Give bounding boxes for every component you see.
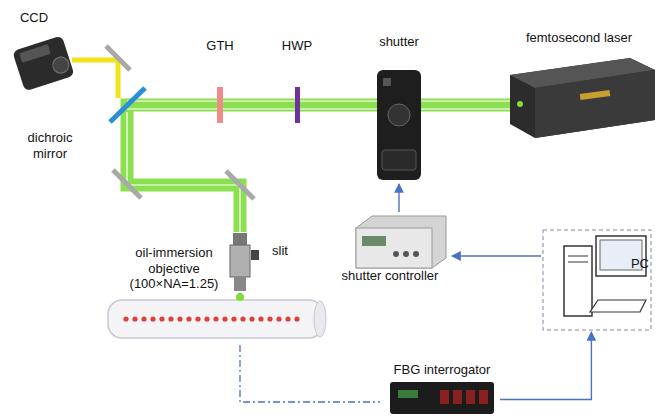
mirror <box>106 46 130 70</box>
device-label: femtosecond laser <box>526 30 632 46</box>
device-label: FBG interrogator <box>394 362 491 378</box>
part-label: dichroic mirror <box>14 130 86 161</box>
control-arrow <box>398 184 399 212</box>
interrogator-node: FBG interrogator <box>384 362 500 417</box>
mirror <box>113 170 141 198</box>
laser-node: femtosecond laser <box>500 30 658 140</box>
shutter-controller-device <box>356 216 446 268</box>
pc-device <box>543 230 651 330</box>
part-label: slit <box>262 243 298 259</box>
control-arrow <box>452 255 541 256</box>
part-label: HWP <box>277 38 317 54</box>
fbg-interrogator-device <box>390 382 494 414</box>
part-label: CCD <box>14 10 54 26</box>
fiber-tube <box>108 300 326 338</box>
device-label: shutter <box>379 34 419 50</box>
part-label: oil-immersion objective (100×NA=1.25) <box>122 245 226 292</box>
hwp-plate <box>295 87 300 123</box>
laser-beam <box>127 101 515 232</box>
objective <box>230 233 259 301</box>
pc-node: PC <box>541 228 653 332</box>
fiber-link <box>240 345 380 402</box>
dichroic-mirror <box>110 88 145 122</box>
ccd-camera <box>12 35 74 91</box>
control-arrow <box>500 332 591 400</box>
device-label: PC <box>631 256 649 272</box>
imaging-beam <box>72 60 118 98</box>
shutter-node: shutter <box>360 34 438 184</box>
laser-device <box>510 58 655 138</box>
part-label: GTH <box>200 38 240 54</box>
mirror <box>226 171 254 199</box>
controller-node: shutter controller <box>328 212 452 284</box>
device-label: shutter controller <box>342 268 439 284</box>
gth-plate <box>217 87 223 123</box>
shutter-device <box>377 70 421 180</box>
